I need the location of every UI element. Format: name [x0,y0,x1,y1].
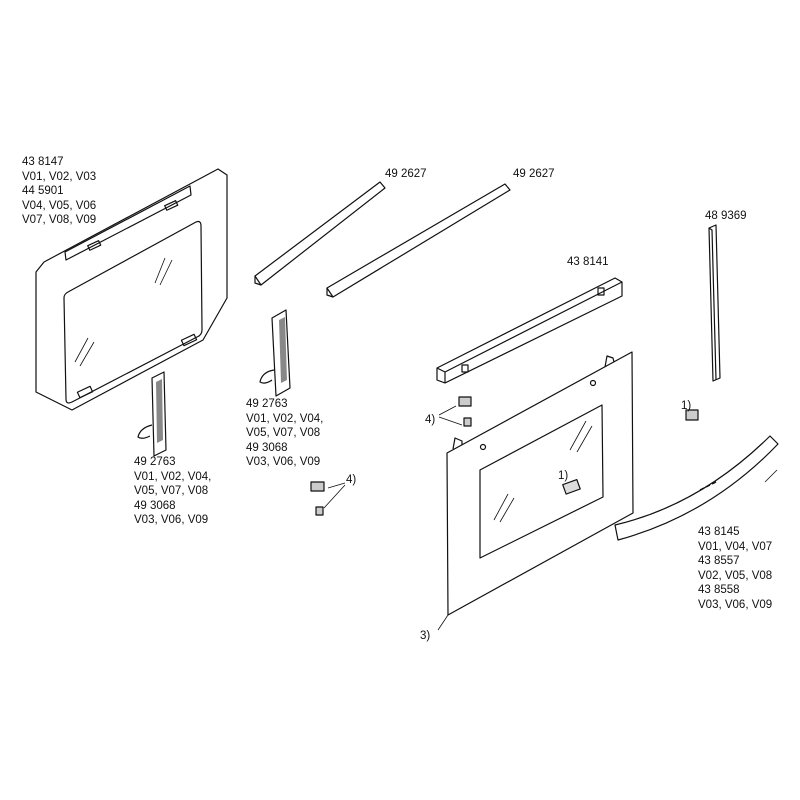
label-hinge-left: 49 2763 V01, V02, V04, V05, V07, V08 49 … [134,455,211,528]
part-number: 49 3068 [246,441,288,454]
label-top-profile: 43 8141 [567,256,609,268]
door-handle [614,435,779,541]
variants: V01, V04, V07 [698,540,773,553]
part-number: 49 2763 [246,398,288,410]
label-rod-right: 49 2627 [513,168,555,180]
note-1-right: 1) [681,400,692,412]
hinge-middle [259,309,291,397]
glass-rod-left [254,181,386,286]
inner-door-panel [437,351,634,631]
note-3: 3) [420,630,431,642]
side-strip [708,224,721,382]
variants: V07, V08, V09 [22,214,97,226]
variants: V03, V06, V09 [698,598,773,611]
top-profile [436,277,623,384]
glass-rod-right [326,183,511,298]
hinge-left [137,371,167,457]
clip-set-upper [438,396,472,427]
label-rod-left: 49 2627 [385,168,427,180]
clip-set-lower [310,481,346,516]
variants: V05, V07, V08 [134,485,209,497]
note-1-door: 1) [558,470,569,482]
part-number: 43 8557 [698,555,740,567]
part-number: 49 2763 [134,456,176,468]
variants: V01, V02, V04, [246,412,324,425]
label-side-strip: 48 9369 [705,210,747,222]
variants: V01, V02, V03 [22,170,97,183]
label-handle: 43 8145 V01, V04, V07 43 8557 V02, V05, … [698,525,772,612]
variants: V04, V05, V06 [22,199,97,212]
variants: V02, V05, V08 [698,569,773,582]
variants: V05, V07, V08 [246,427,321,439]
label-hinge-middle: 49 2763 V01, V02, V04, V05, V07, V08 49 … [246,397,323,470]
note-4-upper: 4) [425,414,436,426]
label-outer-glass: 43 8147 V01, V02, V03 44 5901 V04, V05, … [22,155,96,228]
note-4-lower: 4) [346,474,357,486]
part-number: 43 8147 [22,156,64,168]
part-number: 43 8558 [698,584,740,596]
part-number: 43 8145 [698,526,740,538]
variants: V01, V02, V04, [134,470,212,483]
part-number: 44 5901 [22,185,64,197]
variants: V03, V06, V09 [246,456,321,468]
part-number: 49 3068 [134,499,176,512]
variants: V03, V06, V09 [134,514,209,526]
outer-glass-panel [35,168,228,411]
clip-right [685,409,699,421]
